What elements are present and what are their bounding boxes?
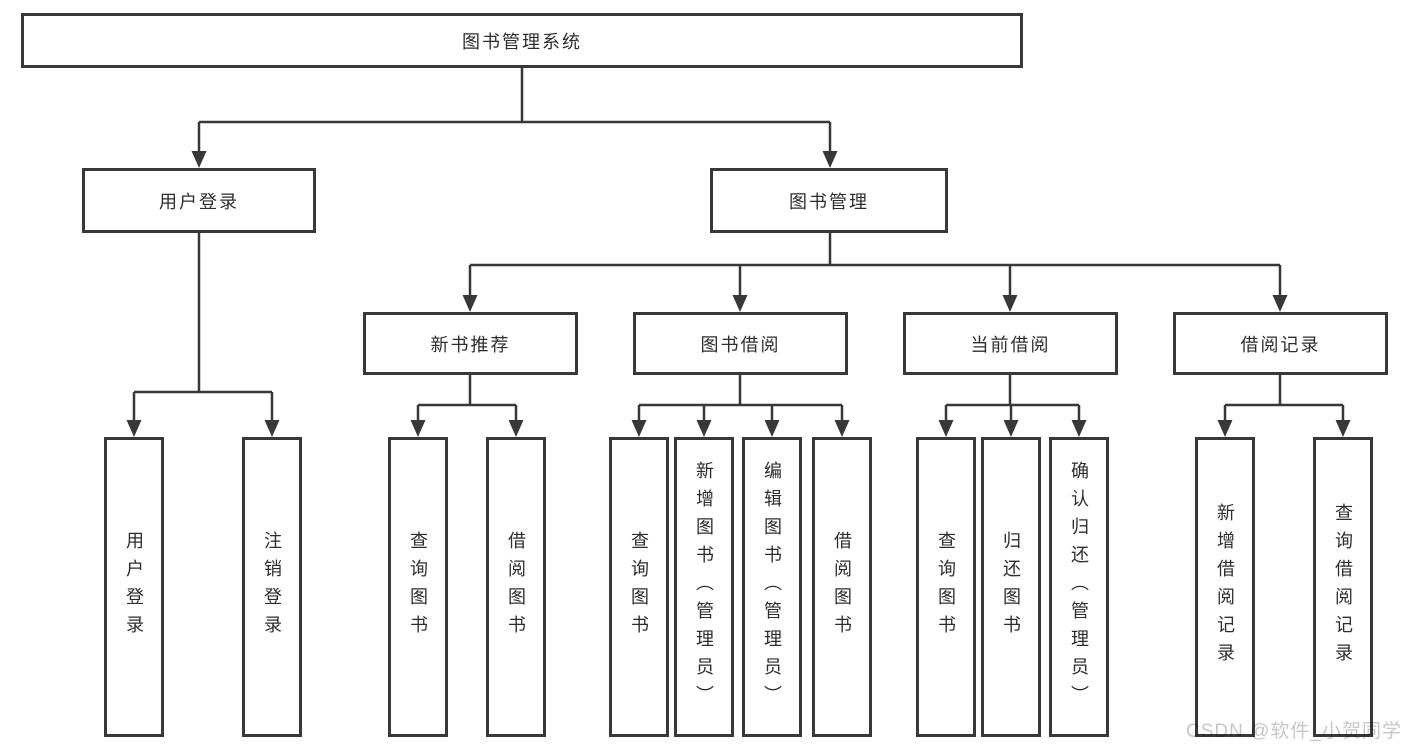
leaf-return-books: 归还图书 [981,437,1041,737]
node-library-management-system: 图书管理系统 [21,13,1023,68]
leaf-edit-books-admin: 编辑图书（管理员） [742,437,802,737]
leaf-logout: 注销登录 [242,437,302,737]
node-new-book-recommendation: 新书推荐 [363,312,578,375]
leaf-confirm-return-admin: 确认归还（管理员） [1049,437,1109,737]
leaf-borrow-books: 借阅图书 [812,437,872,737]
node-borrowing-records: 借阅记录 [1173,312,1388,375]
leaf-query-borrow-record: 查询借阅记录 [1313,437,1373,737]
csdn-watermark: CSDN @软件_小贺同学 [1186,721,1402,742]
node-book-borrowing: 图书借阅 [633,312,848,375]
leaf-add-books-admin: 新增图书（管理员） [674,437,734,737]
leaf-query-books-borrow: 查询图书 [609,437,669,737]
leaf-query-books-current: 查询图书 [916,437,976,737]
leaf-query-books-recommend: 查询图书 [388,437,448,737]
node-user-login: 用户登录 [82,168,316,233]
node-book-management: 图书管理 [710,168,948,233]
node-current-borrowing: 当前借阅 [903,312,1118,375]
leaf-add-borrow-record: 新增借阅记录 [1195,437,1255,737]
leaf-user-login: 用户登录 [104,437,164,737]
leaf-borrow-books-recommend: 借阅图书 [486,437,546,737]
